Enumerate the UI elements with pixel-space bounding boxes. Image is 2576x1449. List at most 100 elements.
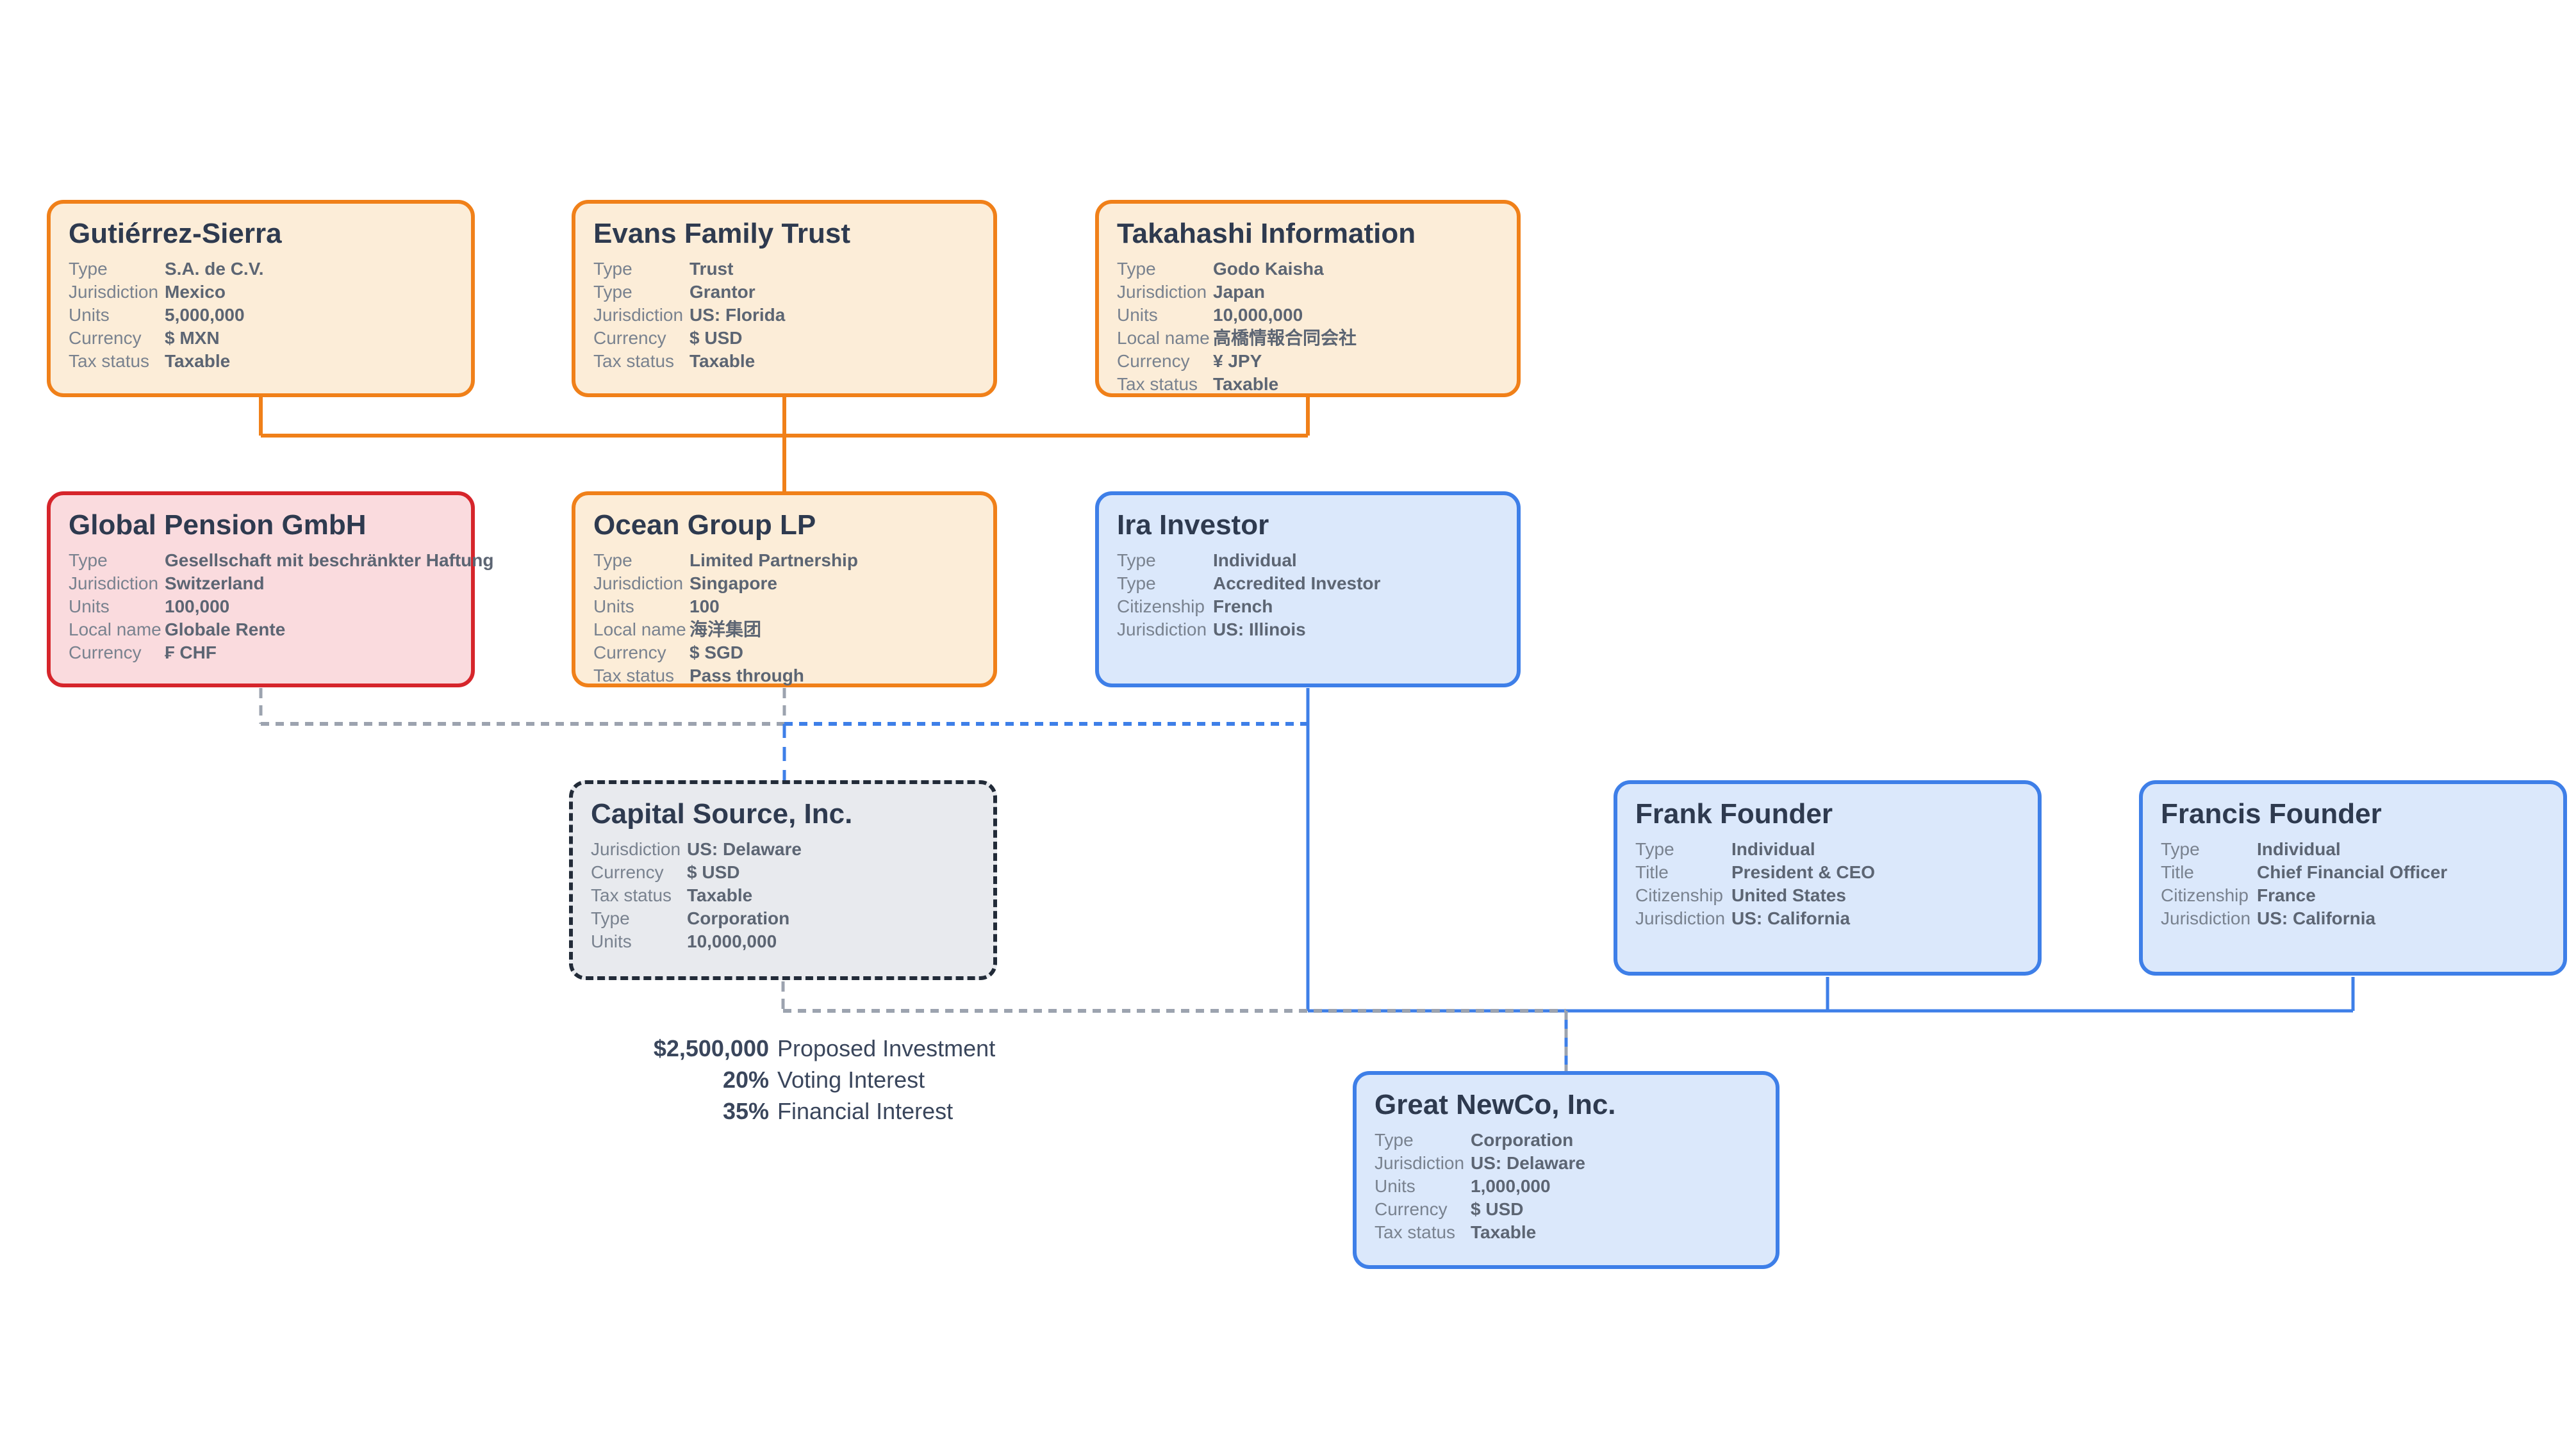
field-row: Units 100: [593, 595, 979, 618]
field-value: Singapore: [689, 573, 777, 593]
field-value: Chief Financial Officer: [2257, 862, 2448, 882]
field-label: Jurisdiction: [591, 839, 681, 859]
field-value: Switzerland: [165, 573, 265, 593]
field-label: Currency: [1375, 1199, 1448, 1219]
field-label: Type: [69, 550, 108, 570]
field-label: Tax status: [591, 885, 672, 905]
field-label: Currency: [69, 328, 142, 348]
node-global-pension-gmbh[interactable]: Global Pension GmbH Type Gesellschaft mit…: [47, 491, 493, 687]
field-label: Type: [69, 259, 108, 279]
field-label: Units: [69, 305, 110, 325]
field-value: 100,000: [165, 596, 230, 616]
field-value: Accredited Investor: [1213, 573, 1381, 593]
field-label: Type: [1117, 573, 1156, 593]
field-value: $ USD: [687, 862, 740, 882]
field-label: Currency: [591, 862, 664, 882]
field-value: Limited Partnership: [689, 550, 858, 570]
field-label: Jurisdiction: [69, 573, 159, 593]
field-value: Mexico: [165, 282, 226, 302]
investment-annotation: $2,500,000 Proposed Investment 20% Votin…: [410, 1033, 995, 1127]
field-label: Units: [593, 596, 634, 616]
field-label: Jurisdiction: [1117, 282, 1207, 302]
field-value: Taxable: [689, 351, 755, 371]
field-label: Local name: [69, 619, 161, 639]
annotation-line: $2,500,000 Proposed Investment: [410, 1033, 995, 1064]
field-label: Citizenship: [2161, 885, 2249, 905]
node-title: Capital Source, Inc.: [591, 798, 853, 830]
field-value: Pass through: [689, 666, 804, 685]
field-label: Jurisdiction: [1117, 619, 1207, 639]
field-label: Local name: [1117, 328, 1210, 348]
field-label: Jurisdiction: [593, 305, 684, 325]
node-title: Great NewCo, Inc.: [1375, 1089, 1616, 1120]
field-value: 100: [689, 596, 720, 616]
field-value: Taxable: [687, 885, 753, 905]
field-label: Type: [1117, 550, 1156, 570]
annotation-label: Voting Interest: [777, 1067, 925, 1093]
field-value: US: California: [1731, 908, 1851, 928]
field-label: Jurisdiction: [69, 282, 159, 302]
field-row: Type Gesellschaft mit beschränkter Haftun…: [69, 549, 493, 572]
field-label: Title: [2161, 862, 2194, 882]
field-value: ₣ CHF: [165, 643, 217, 662]
field-value: 高橋情報合同会社: [1213, 328, 1357, 348]
field-row: Units 10,000,000: [591, 930, 979, 953]
annotation-label: Proposed Investment: [777, 1035, 996, 1061]
field-label: Type: [2161, 839, 2200, 859]
annotation-line: 20% Voting Interest: [410, 1064, 995, 1095]
field-label: Type: [593, 259, 632, 279]
field-label: Type: [1375, 1130, 1414, 1150]
field-value: Taxable: [165, 351, 231, 371]
field-label: Title: [1635, 862, 1669, 882]
field-value: US: Florida: [689, 305, 786, 325]
node-capital-source-inc[interactable]: Capital Source, Inc. Jurisdiction US: Del…: [569, 780, 997, 980]
field-row: Currency$ SGD: [593, 641, 979, 664]
field-label: Currency: [593, 328, 666, 348]
field-row: Currency¥ JPY: [1117, 350, 1503, 373]
node-title: Frank Founder: [1635, 798, 1833, 830]
field-row: Title Chief Financial Officer: [2161, 861, 2549, 884]
annotation-label: Financial Interest: [777, 1098, 954, 1124]
field-value: Gesellschaft mit beschränkter Haftung: [165, 550, 494, 570]
field-value: US: Delaware: [687, 839, 802, 859]
field-row: Currency$ MXN: [69, 327, 457, 350]
field-value: 10,000,000: [687, 931, 777, 951]
field-value: French: [1213, 596, 1273, 616]
field-label: Currency: [593, 643, 666, 662]
field-label: Jurisdiction: [2161, 908, 2251, 928]
field-value: United States: [1731, 885, 1846, 905]
node-title: Global Pension GmbH: [69, 509, 367, 541]
field-label: Type: [593, 282, 632, 302]
field-label: Units: [591, 931, 632, 951]
field-value: $ USD: [689, 328, 743, 348]
field-label: Tax status: [1117, 374, 1198, 394]
field-value: Individual: [1731, 839, 1815, 859]
field-value: US: Illinois: [1213, 619, 1306, 639]
field-value: Taxable: [1213, 374, 1279, 394]
annotation-value: $2,500,000: [653, 1035, 769, 1061]
field-label: Type: [593, 550, 632, 570]
